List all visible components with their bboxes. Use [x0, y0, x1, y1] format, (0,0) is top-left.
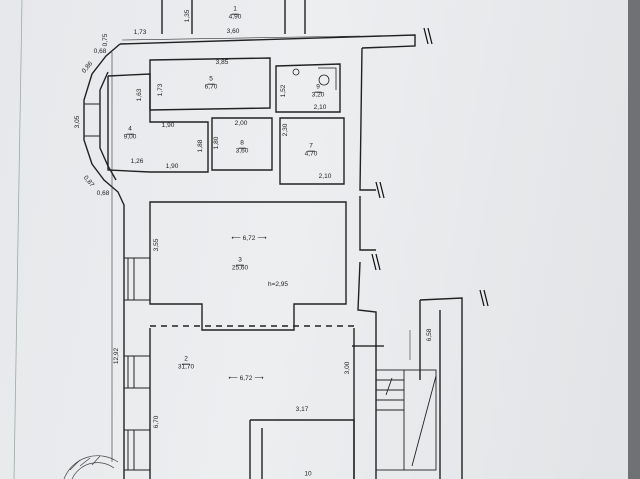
- dim-label: 1,35: [183, 9, 191, 23]
- walls: [83, 0, 463, 479]
- room-area: 3,60: [235, 147, 249, 155]
- wall-top: [119, 34, 416, 49]
- dim-label: h=2,95: [267, 280, 289, 288]
- wall-room-10: [249, 419, 355, 479]
- page-edge: [628, 0, 640, 479]
- dim-label-with-arrows: ⟵6,72⟶: [231, 234, 267, 242]
- room-number: 2: [182, 355, 190, 365]
- dim-label: 1,26: [130, 157, 144, 165]
- room-number: 3: [236, 256, 244, 266]
- dim-label: 3,05: [73, 115, 81, 129]
- dim-label: 6,70: [152, 415, 160, 429]
- dim-label: 1,63: [135, 88, 143, 102]
- dim-label: 2,10: [318, 172, 332, 180]
- dim-label-with-arrows: ⟵6,72⟶: [228, 374, 264, 382]
- room-number: 5: [207, 75, 215, 85]
- wall-room-8: [211, 117, 273, 171]
- wall-room-9: [275, 63, 341, 113]
- room-2-label: 2 31,70: [177, 355, 195, 372]
- room-number: 4: [126, 125, 134, 135]
- wall-room-1: [161, 0, 306, 34]
- dim-label: 1,90: [165, 162, 179, 170]
- dim-label: 1,73: [156, 83, 164, 97]
- room-8-label: 8 3,60: [235, 139, 249, 156]
- dim-label: 1,90: [161, 121, 175, 129]
- dim-label: 3,17: [295, 405, 309, 413]
- dim-label: 3,60: [226, 27, 240, 35]
- dim-value: 6,72: [242, 234, 256, 242]
- fixtures-room-9: [292, 67, 337, 90]
- wall-right: [357, 47, 377, 479]
- room-4-label: 4 9,00: [123, 125, 137, 142]
- room-number: 9: [314, 83, 322, 93]
- wall-room-3: [149, 201, 347, 331]
- room-3-label: 3 25,60: [231, 256, 249, 273]
- dim-label: 3,85: [215, 58, 229, 66]
- dimension-lines: [111, 35, 411, 462]
- room-number: 1: [231, 5, 239, 15]
- arc-bottom-left: [63, 455, 119, 479]
- dim-label: 0,68: [96, 189, 110, 197]
- frame-line-left: [13, 0, 23, 479]
- dim-label: 6,58: [425, 328, 433, 342]
- room-area: 4,90: [228, 13, 242, 21]
- room-number: 8: [238, 139, 246, 149]
- wall-room-7: [279, 117, 345, 185]
- room-area: 31,70: [177, 363, 195, 371]
- opening-ticks: [352, 27, 489, 347]
- room-1-label: 1 4,90: [228, 5, 242, 22]
- wall-stair-tower: [419, 297, 463, 479]
- room-7-label: 7 4,70: [304, 142, 318, 159]
- dim-label: 1,73: [133, 28, 147, 36]
- dim-label: 3,00: [343, 361, 351, 375]
- dim-label: 2,10: [313, 103, 327, 111]
- dim-label: 12,92: [112, 347, 120, 365]
- room-5-label: 5 6,70: [204, 75, 218, 92]
- room-area: 25,60: [231, 264, 249, 272]
- dim-label: 3,55: [152, 238, 160, 252]
- dim-label: 0,68: [93, 47, 107, 55]
- room-number: 10: [304, 470, 312, 478]
- wall-left-outer: [83, 43, 125, 479]
- room-area: 3,20: [311, 91, 325, 99]
- wall-room-2: [149, 328, 355, 479]
- room-10-label: 10: [304, 470, 312, 479]
- room-9-label: 9 3,20: [311, 83, 325, 100]
- dim-label: 2,00: [234, 119, 248, 127]
- room-number: 7: [307, 142, 315, 152]
- dim-value: 6,72: [239, 374, 253, 382]
- wall-room-5: [149, 57, 271, 111]
- dim-label: 1,80: [212, 136, 220, 150]
- dim-label: 1,88: [196, 139, 204, 153]
- dim-label: 2,30: [281, 123, 289, 137]
- room-area: 9,00: [123, 133, 137, 141]
- dim-label: 1,52: [279, 84, 287, 98]
- staircase-right: [375, 369, 437, 471]
- dim-label: 0,75: [101, 33, 109, 47]
- windows-left: [83, 103, 151, 471]
- room-area: 6,70: [204, 83, 218, 91]
- room-area: 4,70: [304, 150, 318, 158]
